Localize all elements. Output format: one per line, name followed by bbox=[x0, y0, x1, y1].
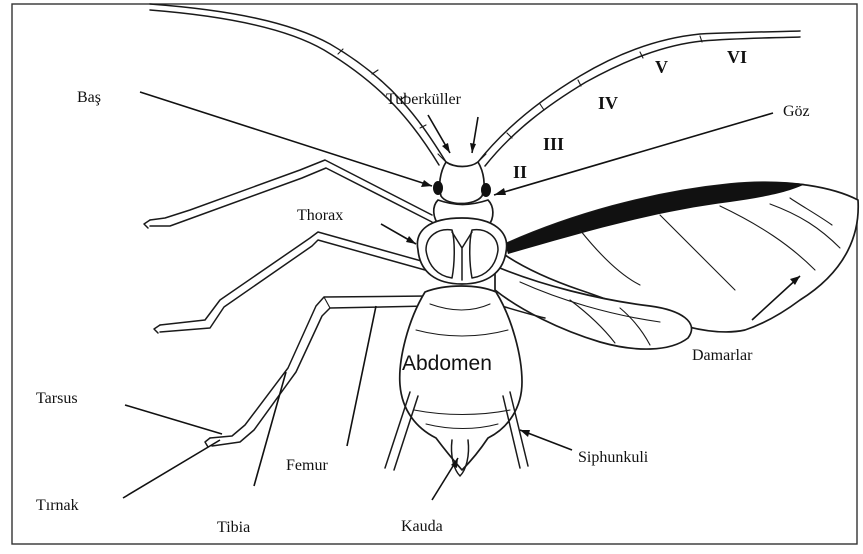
leader-goz bbox=[494, 113, 773, 195]
left-hindleg bbox=[205, 296, 428, 447]
label-bas: Baş bbox=[77, 89, 101, 106]
arrowhead-goz bbox=[494, 188, 506, 195]
left-eye-icon bbox=[433, 181, 443, 195]
arrowhead-bas bbox=[421, 180, 432, 187]
leader-tarsus bbox=[125, 405, 222, 434]
label-tarsus: Tarsus bbox=[36, 390, 78, 407]
label-tirnak: Tırnak bbox=[36, 497, 79, 514]
thorax bbox=[417, 218, 506, 284]
antenna-segment-iii: III bbox=[543, 134, 564, 154]
label-femur: Femur bbox=[286, 457, 328, 474]
arrowhead-siphunkuli bbox=[520, 430, 530, 437]
antenna-segment-vi: VI bbox=[727, 47, 747, 67]
label-goz: Göz bbox=[783, 103, 810, 120]
head bbox=[433, 154, 491, 204]
right-antenna bbox=[478, 31, 800, 166]
antenna-segment-iv: IV bbox=[598, 93, 618, 113]
label-tuberkuller: Tuberküller bbox=[386, 91, 462, 108]
arrowhead-tuberkuller-left bbox=[442, 143, 450, 153]
label-siphunkuli: Siphunkuli bbox=[578, 449, 649, 466]
abdomen bbox=[400, 286, 522, 470]
label-damarlar: Damarlar bbox=[692, 347, 753, 364]
label-thorax: Thorax bbox=[297, 207, 343, 224]
leader-femur bbox=[347, 306, 376, 446]
leader-tirnak bbox=[123, 440, 220, 498]
label-tibia: Tibia bbox=[217, 519, 250, 536]
left-foreleg bbox=[144, 160, 432, 228]
label-kauda: Kauda bbox=[401, 518, 443, 535]
left-antenna bbox=[150, 4, 446, 165]
antenna-segment-ii: II bbox=[513, 162, 527, 182]
label-abdomen: Abdomen bbox=[402, 352, 492, 375]
leader-tibia bbox=[254, 372, 286, 486]
right-eye-icon bbox=[481, 183, 491, 197]
antenna-segment-v: V bbox=[655, 57, 668, 77]
arrowhead-thorax bbox=[406, 236, 416, 244]
left-midleg bbox=[154, 232, 425, 333]
